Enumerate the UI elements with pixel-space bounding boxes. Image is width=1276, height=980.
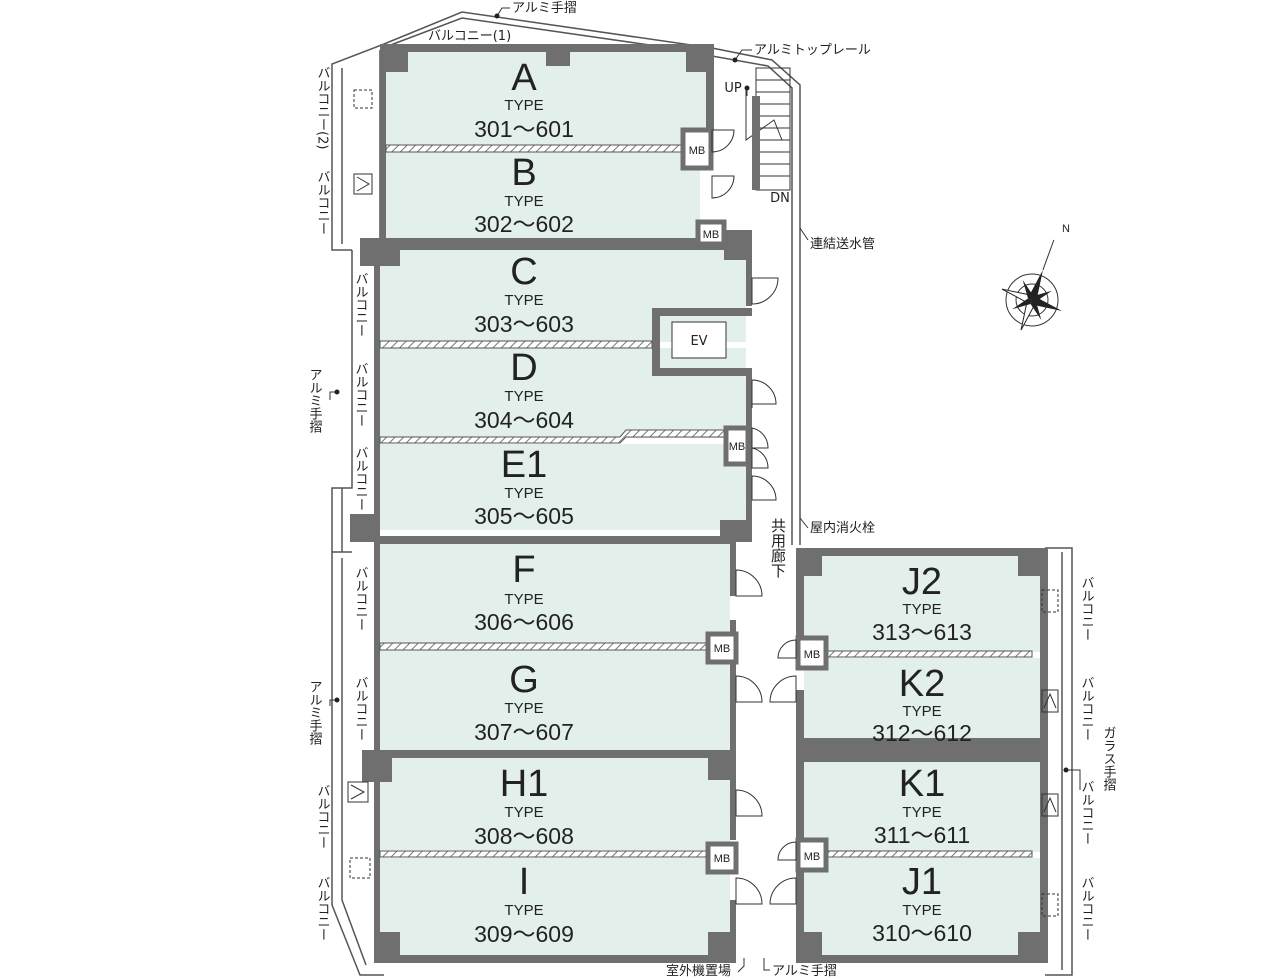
balcony-label: バルコニー: [353, 676, 369, 741]
unit-h1: H1 TYPE 308～608: [474, 763, 574, 849]
unit-k1: K1 TYPE 311～611: [874, 763, 970, 848]
unit-letter: C: [510, 251, 537, 293]
aluminum-handrail-label: アルミ手摺: [307, 680, 323, 745]
balcony-label: バルコニー: [315, 876, 331, 941]
unit-range: 303～603: [474, 311, 574, 337]
callout-dots: [334, 13, 1069, 773]
mb-label: MB: [689, 145, 706, 157]
unit-type: TYPE: [504, 292, 543, 309]
aluminum-handrail-label: アルミ手摺: [512, 1, 577, 16]
doors: [711, 129, 797, 905]
common-corridor-label: 共用廊下: [769, 518, 787, 578]
unit-type: TYPE: [504, 700, 543, 717]
balcony-label: バルコニー: [353, 272, 369, 337]
indoor-hydrant-label: 屋内消火栓: [810, 520, 875, 536]
unit-type: TYPE: [504, 902, 543, 919]
balcony-1-label: バルコニー(1): [428, 29, 511, 44]
unit-type: TYPE: [902, 601, 941, 618]
unit-range: 309～609: [474, 921, 574, 947]
unit-letter: A: [511, 57, 537, 99]
unit-i: I TYPE 309～609: [474, 861, 574, 947]
up-label: UP: [724, 81, 742, 96]
aluminum-handrail-label: アルミ手摺: [307, 368, 323, 433]
unit-type: TYPE: [902, 804, 941, 821]
unit-letter: I: [519, 861, 530, 903]
unit-a: A TYPE 301～601: [474, 57, 574, 142]
aluminum-top-rail-label: アルミトップレール: [754, 43, 871, 58]
balcony-label: バルコニー: [1079, 780, 1095, 845]
unit-j2: J2 TYPE 313～613: [872, 561, 972, 645]
unit-range: 302～602: [474, 211, 574, 237]
stair-wall: [752, 96, 760, 190]
unit-letter: J2: [902, 561, 942, 603]
right-balcony-outline: [1045, 547, 1073, 976]
unit-letter: D: [510, 347, 537, 389]
unit-type: TYPE: [504, 485, 543, 502]
unit-type: TYPE: [504, 591, 543, 608]
unit-range: 312～612: [872, 720, 972, 746]
balcony-label: バルコニー: [315, 170, 331, 235]
unit-k2: K2 TYPE 312～612: [872, 663, 972, 746]
mb-label: MB: [714, 643, 731, 655]
unit-range: 308～608: [474, 823, 574, 849]
balcony-label: バルコニー: [353, 362, 369, 427]
mb-label: MB: [714, 853, 731, 865]
unit-type: TYPE: [902, 902, 941, 919]
outdoor-unit-area-label: 室外機置場: [666, 963, 731, 979]
unit-range: 306～606: [474, 609, 574, 635]
ev-label: EV: [690, 334, 707, 349]
unit-type: TYPE: [504, 97, 543, 114]
elevator: [671, 321, 727, 359]
unit-range: 310～610: [872, 920, 972, 946]
unit-f: F TYPE 306～606: [474, 549, 574, 635]
unit-letter: H1: [500, 763, 549, 805]
unit-letter: K2: [899, 663, 945, 705]
connected-water-pipe-label: 連結送水管: [810, 237, 875, 252]
compass-icon: [1001, 239, 1063, 331]
unit-range: 307～607: [474, 719, 574, 745]
glass-handrail-label: ガラス手摺: [1101, 726, 1117, 791]
balcony-label: バルコニー: [353, 566, 369, 631]
unit-range: 301～601: [474, 116, 574, 142]
unit-e1: E1 TYPE 305～605: [474, 444, 574, 529]
balcony-equipment-icons: [347, 89, 1059, 917]
mb-label: MB: [804, 851, 821, 863]
balcony-label: バルコニー: [315, 784, 331, 849]
unit-type: TYPE: [504, 193, 543, 210]
dn-label: DN: [770, 191, 790, 206]
balcony-label: バルコニー: [353, 446, 369, 511]
balcony-label: バルコニー: [1079, 876, 1095, 941]
unit-g: G TYPE 307～607: [474, 659, 574, 745]
unit-b: B TYPE 302～602: [474, 152, 574, 237]
balcony-2-label: バルコニー(2): [315, 66, 331, 149]
unit-letter: K1: [899, 763, 945, 805]
aluminum-handrail-label: アルミ手摺: [772, 964, 837, 979]
unit-j1: J1 TYPE 310～610: [872, 861, 972, 946]
unit-c: C TYPE 303～603: [474, 251, 574, 337]
mb-label: MB: [703, 229, 720, 241]
unit-type: TYPE: [504, 388, 543, 405]
unit-letter: J1: [902, 861, 942, 903]
unit-range: 305～605: [474, 503, 574, 529]
unit-letter: E1: [501, 444, 547, 486]
unit-d: D TYPE 304～604: [474, 347, 574, 433]
room-fills: [380, 52, 1040, 955]
balcony-label: バルコニー: [1079, 576, 1095, 641]
unit-letter: G: [509, 659, 539, 701]
unit-letter: B: [511, 152, 536, 194]
balcony-label: バルコニー: [1079, 676, 1095, 741]
unit-type: TYPE: [504, 804, 543, 821]
unit-type: TYPE: [902, 703, 941, 720]
unit-range: 313～613: [872, 619, 972, 645]
unit-range: 311～611: [874, 822, 970, 848]
mb-boxes: [680, 127, 829, 875]
north-label: N: [1062, 223, 1070, 235]
unit-letter: F: [512, 549, 535, 591]
mb-label: MB: [804, 649, 821, 661]
walls: [350, 44, 1048, 963]
top-balcony-rail: [383, 11, 801, 545]
unit-range: 304～604: [474, 407, 574, 433]
mb-label: MB: [729, 441, 746, 453]
